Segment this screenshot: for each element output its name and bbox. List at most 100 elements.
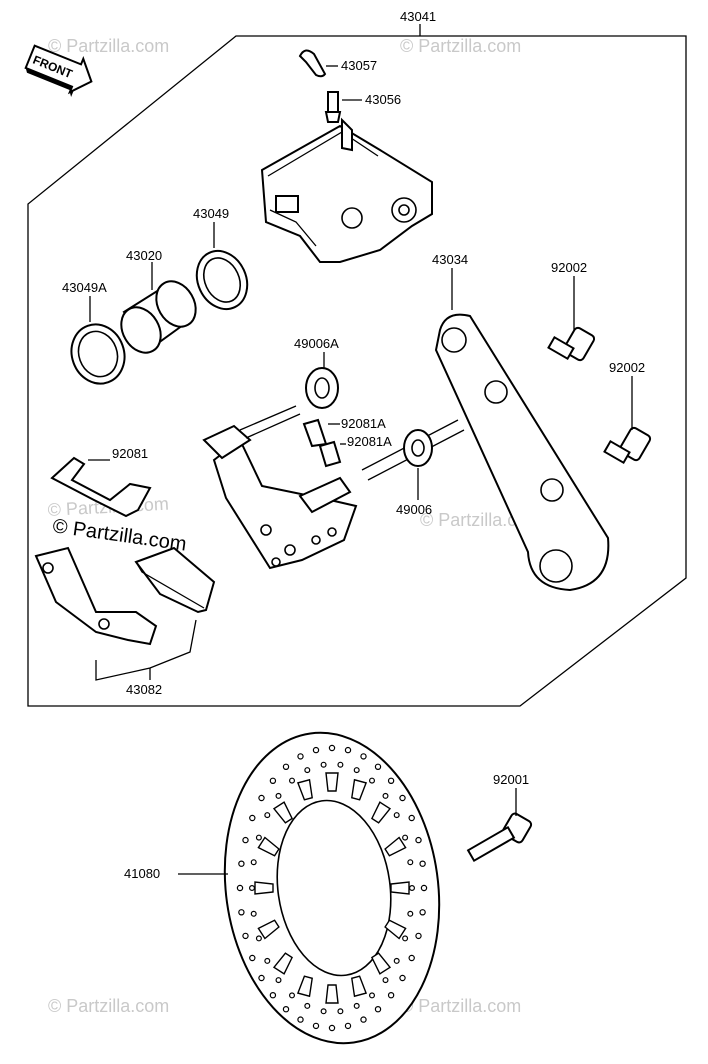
disc-hole	[409, 884, 416, 891]
label-43049A: 43049A	[62, 280, 107, 295]
disc-hole	[264, 957, 271, 964]
disc-hole	[408, 814, 415, 822]
pad-spring: 92081	[50, 446, 152, 518]
disc-hole	[249, 954, 256, 962]
disc-vent-holes	[236, 744, 428, 1032]
disc-hole	[250, 910, 257, 917]
watermark-bottom-left: © Partzilla.com	[48, 996, 169, 1016]
seal-outer: 43049	[193, 206, 249, 311]
disc-hole	[360, 1016, 367, 1023]
disc-hole	[360, 753, 367, 760]
bolt-upper: 92002	[547, 260, 596, 362]
disc-hole	[304, 1002, 311, 1009]
disc-hole	[269, 992, 277, 999]
label-43056: 43056	[365, 92, 401, 107]
disc-hole	[289, 777, 296, 784]
disc-hole	[320, 761, 327, 768]
label-43041: 43041	[400, 9, 436, 24]
disc-bolt: 92001	[466, 772, 533, 863]
disc-hole	[382, 977, 389, 984]
disc-hole	[344, 1022, 352, 1030]
watermark-bottom-right: © Partzilla.com	[400, 996, 521, 1016]
label-43034: 43034	[432, 252, 468, 267]
label-92002-upper: 92002	[551, 260, 587, 275]
disc-hole	[250, 859, 257, 866]
disc-hole	[415, 932, 422, 940]
caliper-bracket	[202, 405, 358, 570]
disc-hole	[236, 884, 244, 892]
piston: 43020	[120, 248, 197, 354]
label-43049: 43049	[193, 206, 229, 221]
disc-hole	[328, 1024, 336, 1032]
label-43020: 43020	[126, 248, 162, 263]
label-92081: 92081	[112, 446, 148, 461]
label-43082: 43082	[126, 682, 162, 697]
disc-slot	[257, 919, 280, 940]
disc-hole	[387, 992, 395, 999]
disc-hole	[382, 792, 389, 799]
disc-hole	[297, 1016, 304, 1023]
disc-hole	[399, 974, 406, 982]
disc-slot	[351, 778, 368, 801]
disc-hole	[399, 794, 406, 802]
disc-hole	[242, 932, 249, 940]
watermark-top-right: © Partzilla.com	[400, 36, 521, 56]
disc-hole	[255, 935, 262, 942]
disc-hole	[242, 836, 249, 844]
disc-hole	[258, 794, 265, 802]
label-49006A: 49006A	[294, 336, 339, 351]
disc-hole	[337, 1008, 344, 1015]
disc-hole	[328, 744, 336, 752]
seal-inner: 43049A	[62, 280, 126, 385]
disc-hole	[269, 777, 277, 785]
disc-slot	[351, 975, 368, 998]
bleeder-valve: 43056	[324, 91, 401, 123]
disc-hole	[312, 1022, 320, 1030]
disc-slot	[296, 778, 313, 801]
disc-hole	[374, 763, 382, 771]
disc-hole	[369, 992, 376, 999]
disc-slot	[384, 836, 407, 857]
brake-pads: 43082	[34, 546, 216, 697]
label-92081A-upper: 92081A	[341, 416, 386, 431]
torque-link: 43034	[432, 252, 610, 592]
bolt-lower: 92002	[603, 360, 652, 465]
disc-hole	[255, 834, 262, 841]
slide-pin: 49006	[361, 419, 465, 517]
label-92001: 92001	[493, 772, 529, 787]
disc-hole	[402, 834, 409, 841]
disc-slot	[272, 801, 294, 824]
label-92081A-lower: 92081A	[347, 434, 392, 449]
disc-hole	[282, 763, 290, 771]
disc-hole	[289, 992, 296, 999]
clip-a-lower: 92081A	[318, 434, 392, 468]
disc-slot	[257, 836, 280, 857]
disc-hole	[419, 860, 426, 867]
watermark-top-left: © Partzilla.com	[48, 36, 169, 56]
label-41080: 41080	[124, 866, 160, 881]
disc-hole	[238, 860, 245, 867]
bleeder-cap: 43057	[298, 49, 377, 78]
brake-disc: 41080	[124, 731, 441, 1045]
disc-hole	[387, 777, 395, 785]
disc-hole	[264, 812, 271, 819]
disc-hole	[258, 974, 265, 982]
disc-hole	[402, 935, 409, 942]
front-arrow-icon: FRONT	[24, 44, 93, 98]
disc-hole	[249, 814, 256, 822]
assembly-boundary	[27, 35, 687, 707]
disc-hole	[420, 884, 428, 892]
disc-slot	[370, 801, 392, 824]
disc-hole	[282, 1006, 290, 1013]
disc-hole	[249, 884, 256, 891]
disc-hole	[344, 746, 352, 754]
disc-hole	[374, 1006, 382, 1013]
disc-hole	[353, 767, 360, 774]
disc-slot	[254, 881, 274, 895]
caliper-body	[260, 117, 433, 263]
disc-hole	[320, 1008, 327, 1015]
disc-hole	[238, 909, 245, 916]
disc-hole	[393, 812, 400, 819]
label-49006: 49006	[396, 502, 432, 517]
